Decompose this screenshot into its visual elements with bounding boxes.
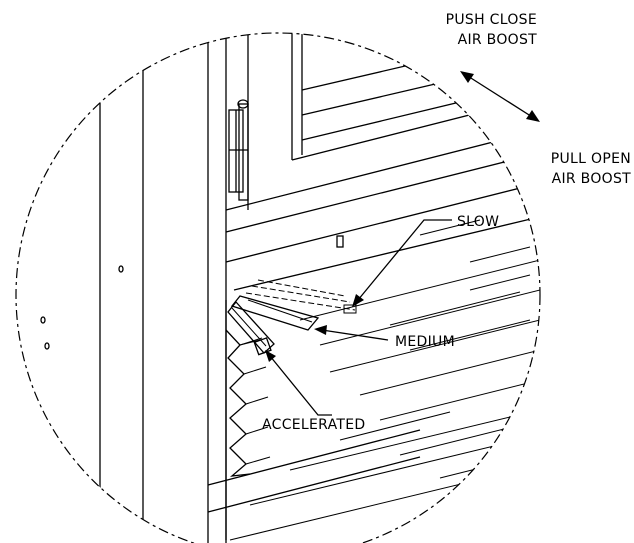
leader-slow	[352, 219, 452, 307]
air-boost-direction-arrow	[460, 71, 540, 122]
louvre-stack	[225, 329, 271, 477]
label-accelerated: ACCELERATED	[262, 417, 366, 433]
sill-pin	[336, 235, 344, 248]
label-medium: MEDIUM	[395, 334, 455, 350]
label-pull-open-air-boost: AIR BOOST	[552, 171, 632, 187]
label-pull-open: PULL OPEN	[551, 151, 631, 167]
hinge	[228, 99, 249, 201]
flap-medium	[230, 295, 320, 331]
detail-circle	[15, 32, 541, 543]
flap-accelerated	[227, 300, 275, 356]
door-frame-drawing	[99, 33, 540, 543]
door-hole	[44, 342, 50, 350]
leader-accelerated	[265, 350, 332, 416]
leader-medium	[314, 325, 389, 341]
door-hole	[118, 265, 124, 273]
door-hole	[40, 316, 46, 324]
label-push-close-air-boost: AIR BOOST	[458, 32, 538, 48]
label-push-close: PUSH CLOSE	[446, 12, 537, 28]
flap-slow	[245, 279, 357, 314]
label-slow: SLOW	[457, 214, 499, 230]
